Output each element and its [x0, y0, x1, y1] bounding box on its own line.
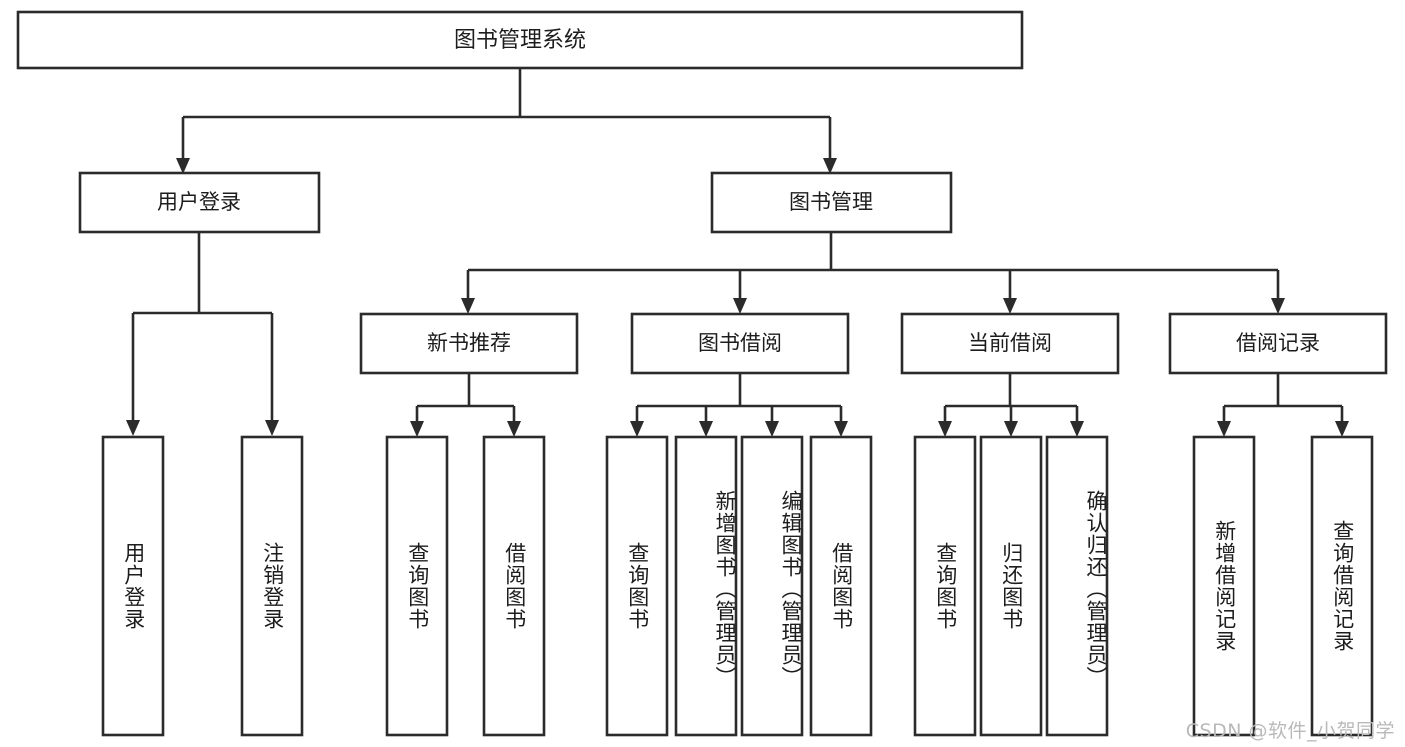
leaf-box-query-book-cb[interactable]	[913, 435, 977, 737]
leaf-box-query-borrow-record[interactable]	[1310, 435, 1374, 737]
leaf-box-confirm-return-admin[interactable]	[1045, 435, 1109, 737]
leaf-box-return-book[interactable]	[979, 435, 1043, 737]
connector-bookmgmt-to-level3	[461, 232, 1285, 314]
connector-userlogin-to-leaves	[126, 232, 279, 436]
leaf-box-add-borrow-record[interactable]	[1192, 435, 1256, 737]
connector-bookborrow-to-leaves	[630, 373, 848, 437]
leaf-box-user-login[interactable]	[101, 435, 165, 737]
leaf-box-borrow-book-nb[interactable]	[482, 435, 546, 737]
leaf-box-logout[interactable]	[240, 435, 304, 737]
connector-root-to-level2	[176, 68, 837, 174]
leaf-box-query-book-bb[interactable]	[605, 435, 669, 737]
node-borrow-record-label: 借阅记录	[1236, 331, 1320, 355]
connector-borrowrecord-to-leaves	[1217, 373, 1349, 437]
watermark-text: CSDN @软件_小贺同学	[1185, 720, 1395, 742]
node-current-borrow-label: 当前借阅	[968, 331, 1052, 355]
leaf-box-edit-book-admin[interactable]	[740, 435, 804, 737]
node-root[interactable]: 图书管理系统	[16, 10, 1024, 70]
node-user-login-label: 用户登录	[157, 190, 241, 214]
node-current-borrow[interactable]: 当前借阅	[900, 312, 1120, 375]
node-root-label: 图书管理系统	[454, 28, 586, 53]
node-book-borrow-label: 图书借阅	[698, 331, 782, 355]
leaf-box-query-book-nb[interactable]	[385, 435, 449, 737]
node-borrow-record[interactable]: 借阅记录	[1168, 312, 1388, 375]
connector-currentborrow-to-leaves	[938, 373, 1084, 437]
node-book-management-label: 图书管理	[789, 190, 873, 214]
node-book-management[interactable]: 图书管理	[710, 171, 953, 234]
node-book-borrow[interactable]: 图书借阅	[630, 312, 850, 375]
leaf-box-borrow-book-bb[interactable]	[809, 435, 873, 737]
leaf-box-add-book-admin[interactable]	[674, 435, 738, 737]
node-new-book-recommend[interactable]: 新书推荐	[359, 312, 579, 375]
node-user-login[interactable]: 用户登录	[78, 171, 321, 234]
node-new-book-recommend-label: 新书推荐	[427, 331, 511, 355]
connector-newbook-to-leaves	[410, 373, 521, 437]
